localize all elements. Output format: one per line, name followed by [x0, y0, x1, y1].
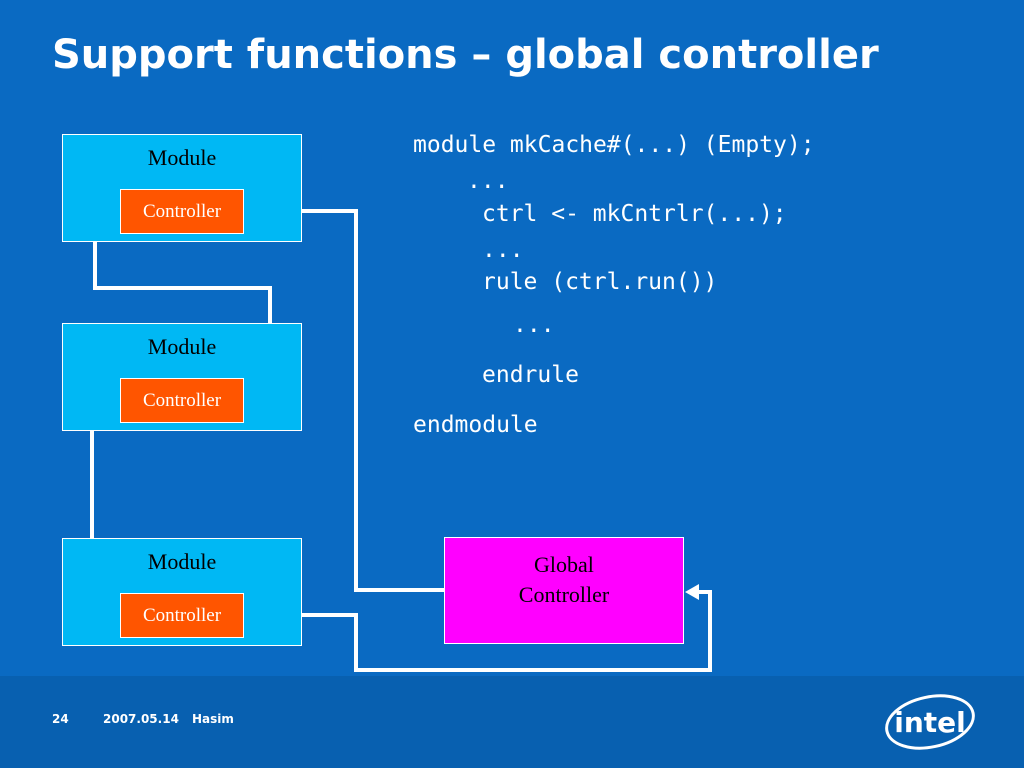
- controller-box: Controller: [120, 593, 244, 638]
- footer-bar: [0, 676, 1024, 768]
- footer-date: 2007.05.14: [103, 712, 179, 726]
- global-controller-label-line2: Controller: [518, 582, 610, 607]
- module-label: Module: [147, 549, 217, 574]
- code-line-ctrl: ctrl <- mkCntrlr(...);: [482, 201, 787, 227]
- code-line-endrule: endrule: [482, 362, 579, 388]
- slide-title: Support functions – global controller: [52, 32, 879, 78]
- global-controller-label-line1: Global: [534, 552, 594, 577]
- code-line-rule: rule (ctrl.run()): [482, 269, 718, 295]
- code-line-module: module mkCache#(...) (Empty);: [413, 132, 815, 158]
- wire-controller-3-to-global: [245, 590, 712, 672]
- code-line-endmodule: endmodule: [413, 412, 538, 438]
- code-line-ellipsis-2: ...: [482, 237, 524, 263]
- code-line-ellipsis-3: ...: [513, 312, 555, 338]
- wire-global-to-controller-1: [258, 209, 444, 592]
- page-number: 24: [52, 712, 69, 726]
- svg-text:intel: intel: [894, 706, 966, 739]
- module-label: Module: [147, 334, 217, 359]
- controller-box: Controller: [120, 189, 244, 234]
- module-label: Module: [147, 145, 217, 170]
- arrow-head-global: [685, 584, 699, 600]
- intel-logo: intel: [885, 694, 975, 750]
- module-box-1: Module Controller: [62, 134, 302, 242]
- code-line-ellipsis-1: ...: [467, 168, 509, 194]
- module-box-3: Module Controller: [62, 538, 302, 646]
- module-box-2: Module Controller: [62, 323, 302, 431]
- global-controller-box: Global Controller: [444, 537, 684, 644]
- controller-box: Controller: [120, 378, 244, 423]
- footer-author: Hasim: [192, 712, 234, 726]
